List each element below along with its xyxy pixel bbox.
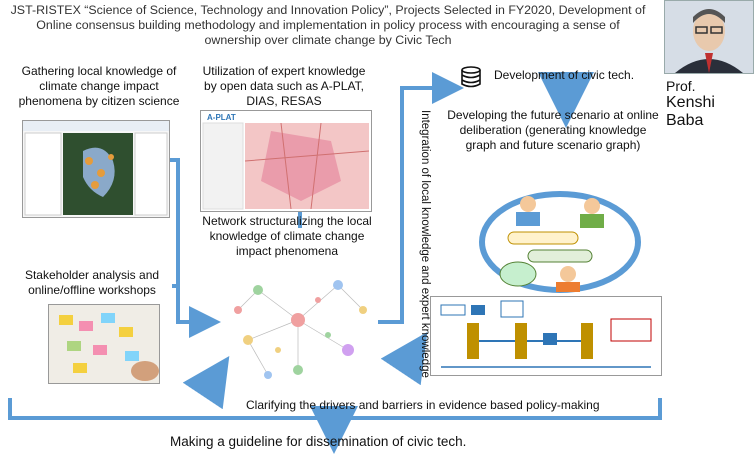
policy-flow-chart xyxy=(430,296,662,376)
arrow-up-left xyxy=(182,356,230,410)
drivers-barriers-label: Clarifying the drivers and barriers in e… xyxy=(246,398,600,412)
network-label: Network structuralizing the local knowle… xyxy=(202,214,372,258)
citizen-science-map-screenshot xyxy=(22,120,170,218)
person-portrait-icon xyxy=(665,1,753,73)
network-graph xyxy=(218,260,382,390)
gathering-label: Gathering local knowledge of climate cha… xyxy=(18,64,180,108)
online-deliberation-illustration xyxy=(498,192,622,292)
utilization-label: Utilization of expert knowledge by open … xyxy=(202,64,366,108)
workshop-photo xyxy=(48,304,160,384)
presenter-prefix: Prof. xyxy=(666,78,696,94)
presenter-name: Kenshi Baba xyxy=(666,94,715,129)
connector-integration-up xyxy=(378,72,464,324)
guideline-label: Making a guideline for dissemination of … xyxy=(170,434,467,449)
aplat-map-screenshot: A-PLAT xyxy=(200,110,372,212)
stakeholder-label: Stakeholder analysis and online/offline … xyxy=(24,268,160,297)
future-scenario-label: Developing the future scenario at online… xyxy=(447,108,659,152)
page-title: JST-RISTEX “Science of Science, Technolo… xyxy=(10,3,646,47)
arrow-up-right xyxy=(380,332,428,386)
database-icon xyxy=(460,66,482,88)
civic-tech-label: Development of civic tech. xyxy=(494,68,635,82)
aplat-logo: A-PLAT xyxy=(207,113,236,122)
presenter-photo xyxy=(664,0,754,74)
